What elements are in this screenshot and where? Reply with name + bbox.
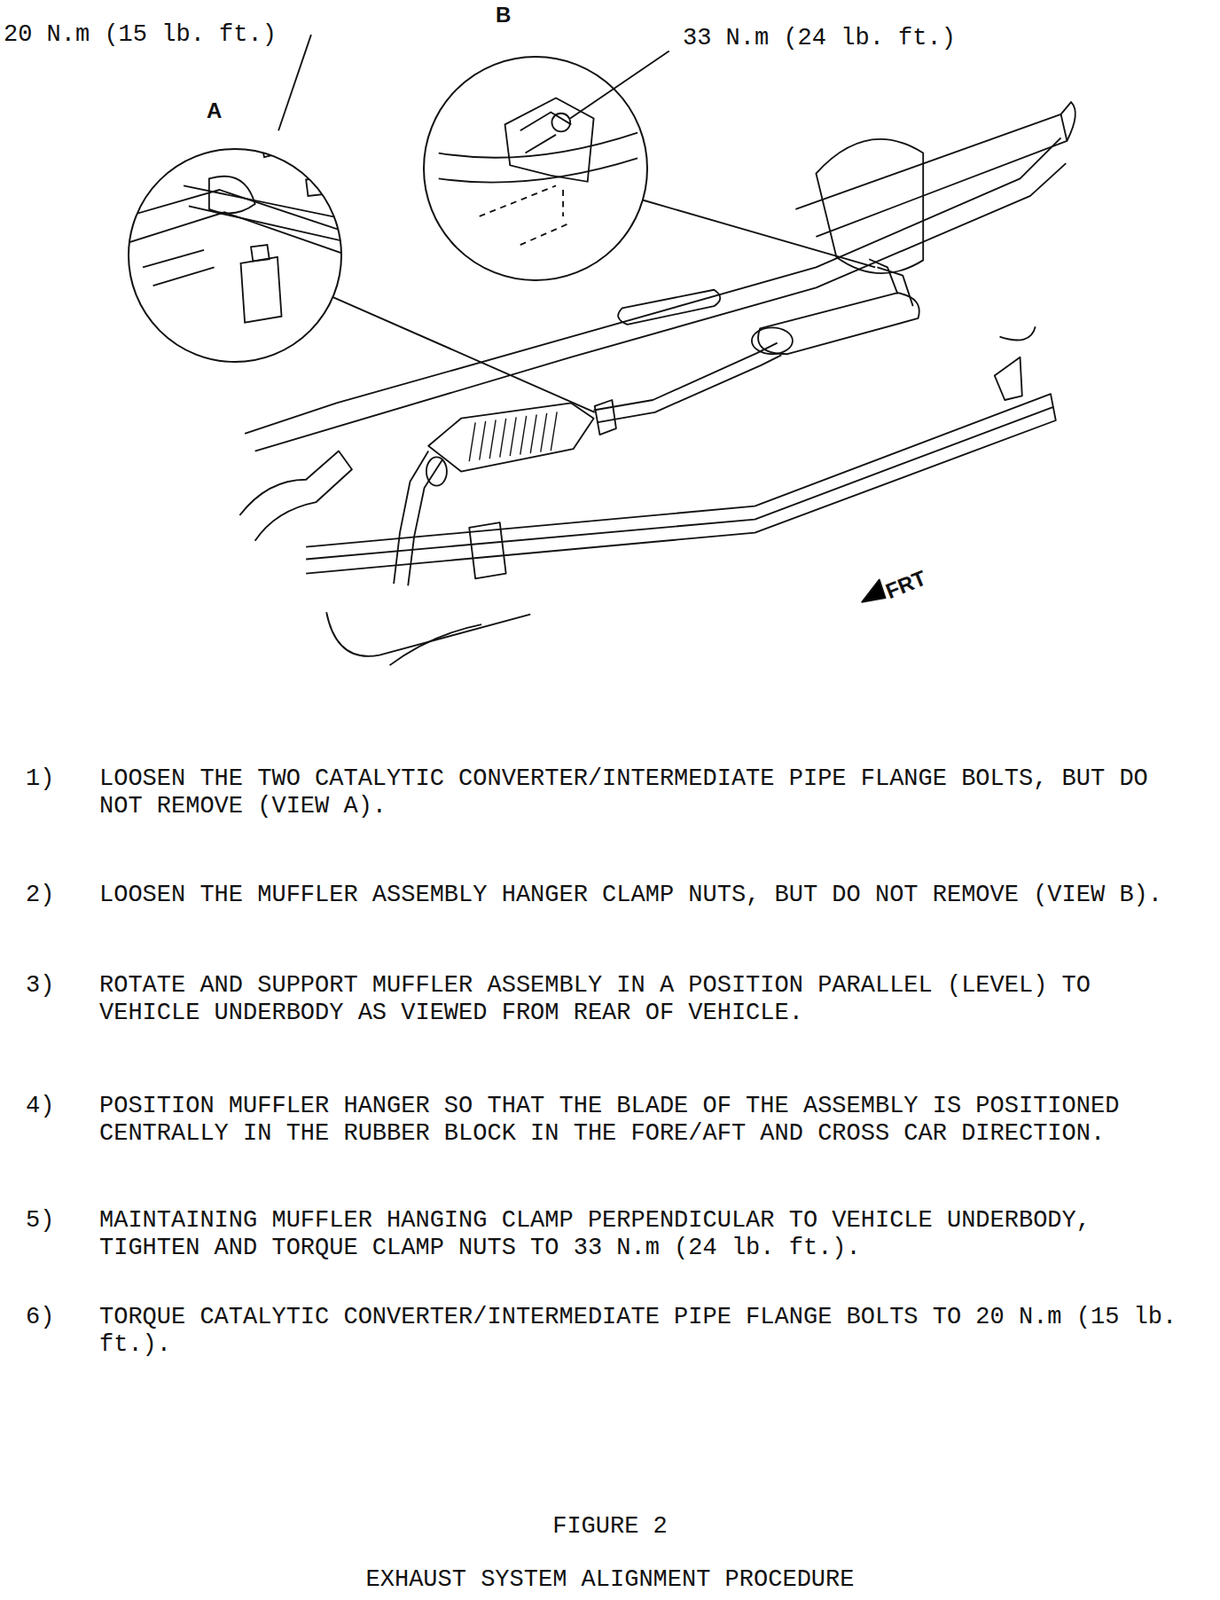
muffler — [758, 292, 920, 354]
leader-line — [332, 297, 595, 413]
rail-detail — [127, 211, 343, 253]
hidden-line — [520, 222, 572, 245]
tail-pipe — [868, 258, 898, 294]
converter-rib — [530, 414, 537, 454]
leader-line — [278, 34, 312, 131]
figure-number: FIGURE 2 — [0, 1512, 1220, 1541]
circle-outline — [423, 56, 648, 281]
converter-rib — [489, 419, 496, 459]
converter-rib — [540, 413, 548, 453]
step-text: ROTATE AND SUPPORT MUFFLER ASSEMBLY IN A… — [99, 971, 1199, 1027]
side-rail — [305, 393, 1056, 573]
step-text: LOOSEN THE TWO CATALYTIC CONVERTER/INTER… — [99, 765, 1199, 821]
detail-view-circle: A — [127, 148, 343, 363]
converter-rib — [550, 411, 557, 451]
circle-outline — [128, 148, 342, 362]
catalytic-converter — [428, 402, 594, 471]
detail-b-drawing — [438, 97, 638, 245]
step-text: POSITION MUFFLER HANGER SO THAT THE BLAD… — [99, 1092, 1199, 1148]
hanger-bracket — [504, 97, 594, 181]
view-letter: B — [495, 2, 511, 28]
torque-value: 20 N.m (15 lb. ft.) — [3, 21, 277, 49]
front-arrow — [861, 578, 885, 602]
pipe-detail — [438, 132, 638, 158]
converter-rib — [520, 415, 527, 455]
circle-outline — [127, 148, 343, 363]
rear-crossmember — [795, 114, 1067, 237]
step-number: 5) — [25, 1206, 55, 1235]
wheel-housing — [999, 326, 1035, 340]
clamp-nut — [250, 244, 270, 261]
step-number: 6) — [25, 1303, 55, 1331]
step-number: 1) — [25, 765, 55, 793]
step-number: 3) — [25, 971, 55, 1000]
pipe-flange — [426, 456, 447, 485]
detail-a-drawing — [127, 132, 343, 323]
rear-crossmember — [1061, 101, 1076, 141]
step-number: 2) — [25, 881, 55, 909]
step-number: 4) — [25, 1092, 55, 1120]
hanger-block — [469, 522, 506, 579]
heat-shield — [617, 289, 720, 325]
intermediate-pipe — [596, 354, 782, 423]
hidden-line — [479, 185, 556, 217]
torque-value: 33 N.m (24 lb. ft.) — [682, 24, 956, 53]
hidden-line — [562, 189, 564, 217]
clamp-nut — [551, 113, 571, 133]
leader-line — [570, 51, 670, 119]
converter-rib — [479, 421, 486, 461]
front-crossmember — [239, 451, 352, 541]
detail-view-circle: B — [422, 55, 649, 282]
tail-pipe — [876, 266, 913, 306]
pipe-detail — [183, 185, 342, 241]
front-indicator: FRT — [881, 563, 931, 605]
front-floor — [389, 624, 482, 665]
converter-hanger — [594, 399, 617, 435]
converter-rib — [469, 422, 476, 462]
front-floor — [326, 611, 531, 657]
intermediate-pipe — [594, 343, 778, 411]
step-text: TORQUE CATALYTIC CONVERTER/INTERMEDIATE … — [99, 1303, 1199, 1359]
hanger-detail — [241, 257, 282, 323]
frame-rail — [244, 137, 1061, 434]
frame-rail — [255, 163, 1067, 451]
view-letter: A — [206, 98, 222, 124]
converter-rib — [500, 418, 507, 458]
step-text: MAINTAINING MUFFLER HANGING CLAMP PERPEN… — [99, 1206, 1199, 1262]
side-rail — [305, 406, 1053, 559]
figure-caption: EXHAUST SYSTEM ALIGNMENT PROCEDURE — [0, 1565, 1220, 1594]
rail-bracket — [994, 357, 1023, 400]
front-pipe — [407, 459, 443, 587]
undercar-drawing — [127, 34, 1076, 665]
step-text: LOOSEN THE MUFFLER ASSEMBLY HANGER CLAMP… — [99, 881, 1199, 909]
wheel-housing — [815, 139, 923, 274]
leader-line — [642, 199, 876, 267]
hanger-bracket — [520, 112, 572, 154]
converter-rib — [509, 416, 517, 456]
pipe-detail — [438, 157, 638, 182]
rail-detail — [142, 250, 215, 286]
circle-outline — [422, 55, 649, 282]
muffler-end — [751, 327, 793, 354]
flange-detail — [209, 176, 256, 214]
